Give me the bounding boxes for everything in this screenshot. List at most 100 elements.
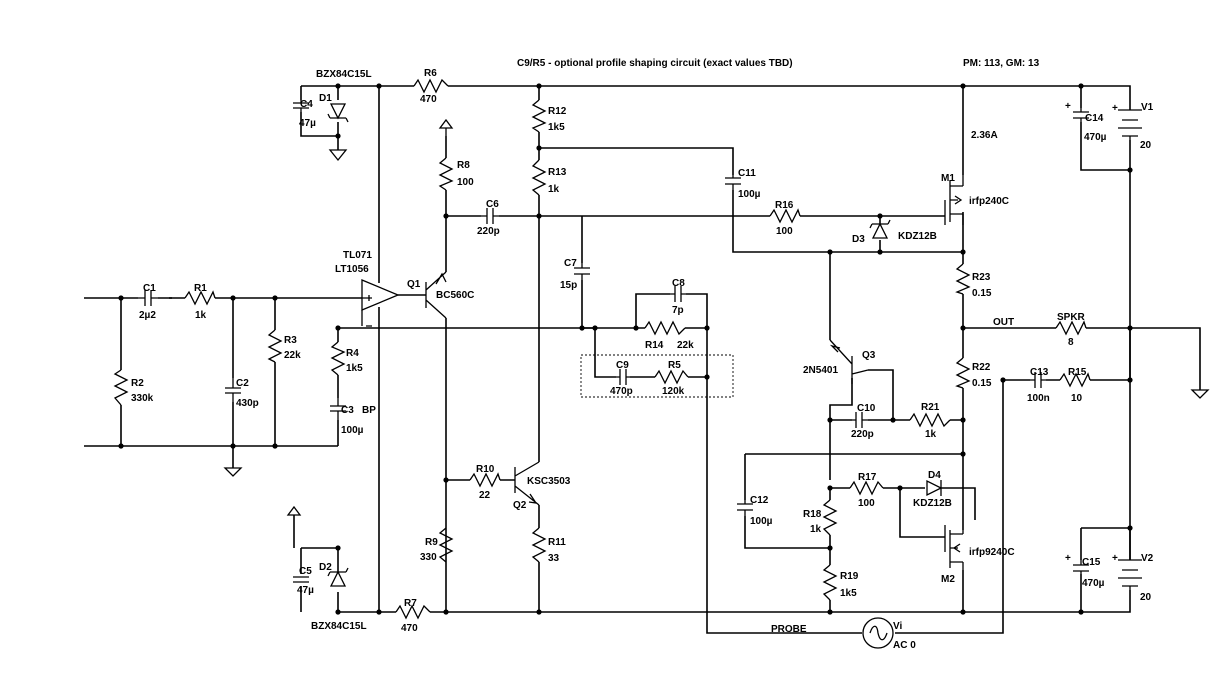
c2-label: C2 (236, 378, 249, 389)
m2-label: M2 (941, 574, 955, 585)
svg-text:+: + (1112, 553, 1118, 564)
junctions (118, 83, 1133, 615)
d2-part-label: BZX84C15L (311, 621, 367, 632)
resistor-r4 (330, 341, 346, 376)
resistor-r10 (469, 472, 501, 488)
vee-arrow-d2 (286, 505, 302, 516)
r19-label: R19 (840, 571, 859, 582)
r14-value: 22k (677, 340, 694, 351)
c3-bp: BP (362, 405, 376, 416)
r17-label: R17 (858, 472, 877, 483)
svg-text:+: + (1065, 553, 1071, 564)
capacitor-c12 (737, 500, 753, 516)
r10-label: R10 (476, 464, 495, 475)
diodes (327, 103, 943, 587)
c15-label: C15 (1082, 557, 1101, 568)
mosfet-m2 (944, 525, 964, 570)
c3-value: 100µ (341, 425, 364, 436)
r15-value: 10 (1071, 393, 1083, 404)
mosfets (944, 175, 964, 570)
r2-label: R2 (131, 378, 144, 389)
grounds (223, 149, 1210, 477)
battery-v1 (1118, 109, 1142, 140)
r14-label: R14 (645, 340, 664, 351)
r11-label: R11 (548, 537, 566, 548)
resistor-r8 (438, 157, 454, 191)
q2-value: KSC3503 (527, 476, 571, 487)
spkr-label: SPKR (1057, 312, 1086, 323)
r5-label: R5 (668, 360, 681, 371)
q1-label: Q1 (407, 279, 421, 290)
r22-label: R22 (972, 362, 991, 373)
transistor-q3 (829, 339, 869, 384)
capacitor-c10 (852, 412, 868, 428)
zener-d1 (327, 103, 349, 123)
r19-value: 1k5 (840, 588, 857, 599)
resistor-r12 (531, 99, 547, 133)
r21-value: 1k (925, 429, 937, 440)
c8-value: 7p (672, 305, 684, 316)
c5-value: 47µ (297, 585, 314, 596)
ground-input (223, 467, 243, 477)
resistor-r18 (822, 499, 838, 536)
c6-label: C6 (486, 199, 499, 210)
m2-value: irfp9240C (969, 547, 1015, 558)
c8-label: C8 (672, 278, 685, 289)
capacitor-c9 (616, 369, 630, 385)
v1-label: V1 (1141, 102, 1154, 113)
c1-value: 2µ2 (139, 310, 156, 321)
c14-label: C14 (1085, 113, 1104, 124)
r9-value: 330 (420, 552, 437, 563)
zener-d3 (869, 219, 891, 239)
m1-label: M1 (941, 173, 955, 184)
resistor-r16 (769, 208, 801, 224)
vi-label: Vi (893, 621, 902, 632)
transistor-q1 (425, 271, 447, 319)
resistor-r3 (267, 329, 283, 363)
resistor-r1 (184, 290, 216, 306)
r5-value: 120k (662, 386, 685, 397)
r2-value: 330k (131, 393, 154, 404)
c13-value: 100n (1027, 393, 1050, 404)
r4-label: R4 (346, 348, 359, 359)
d4-value: KDZ12B (913, 498, 952, 509)
r1-value: 1k (195, 310, 207, 321)
c3-label: C3 (341, 405, 354, 416)
d3-value: KDZ12B (898, 231, 937, 242)
r17-value: 100 (858, 498, 875, 509)
c12-value: 100µ (750, 516, 773, 527)
capacitor-c11 (725, 175, 741, 190)
q3-label: Q3 (862, 350, 876, 361)
resistor-r17 (849, 480, 884, 496)
d4-label: D4 (928, 470, 941, 481)
r18-value: 1k (810, 524, 822, 535)
zener-d2 (327, 567, 349, 587)
v2-label: V2 (1141, 553, 1154, 564)
c1-label: C1 (143, 283, 156, 294)
q3-value: 2N5401 (803, 365, 838, 376)
ac-source-vi (862, 617, 894, 649)
r7-label: R7 (404, 598, 417, 609)
d1-part-label: BZX84C15L (316, 69, 372, 80)
battery-v2 (1118, 559, 1142, 590)
svg-text:+: + (1065, 101, 1071, 112)
r8-label: R8 (457, 160, 470, 171)
capacitor-c13 (1030, 372, 1046, 388)
supply-arrows (286, 118, 454, 516)
capacitor-c14 (1073, 108, 1089, 122)
capacitor-c2 (225, 378, 241, 402)
transistors (425, 271, 869, 506)
header-note: C9/R5 - optional profile shaping circuit… (517, 58, 793, 69)
r8-value: 100 (457, 177, 474, 188)
profile-shaping-box (580, 354, 734, 398)
transistor-q2 (514, 461, 540, 506)
r3-value: 22k (284, 350, 301, 361)
c5-label: C5 (299, 566, 312, 577)
m1-value: irfp240C (969, 196, 1009, 207)
m1-current: 2.36A (971, 130, 998, 141)
resistor-r14 (644, 320, 686, 336)
r23-label: R23 (972, 272, 991, 283)
resistor-r5 (654, 369, 689, 385)
v2-value: 20 (1140, 592, 1152, 603)
resistor-r7 (395, 604, 431, 620)
